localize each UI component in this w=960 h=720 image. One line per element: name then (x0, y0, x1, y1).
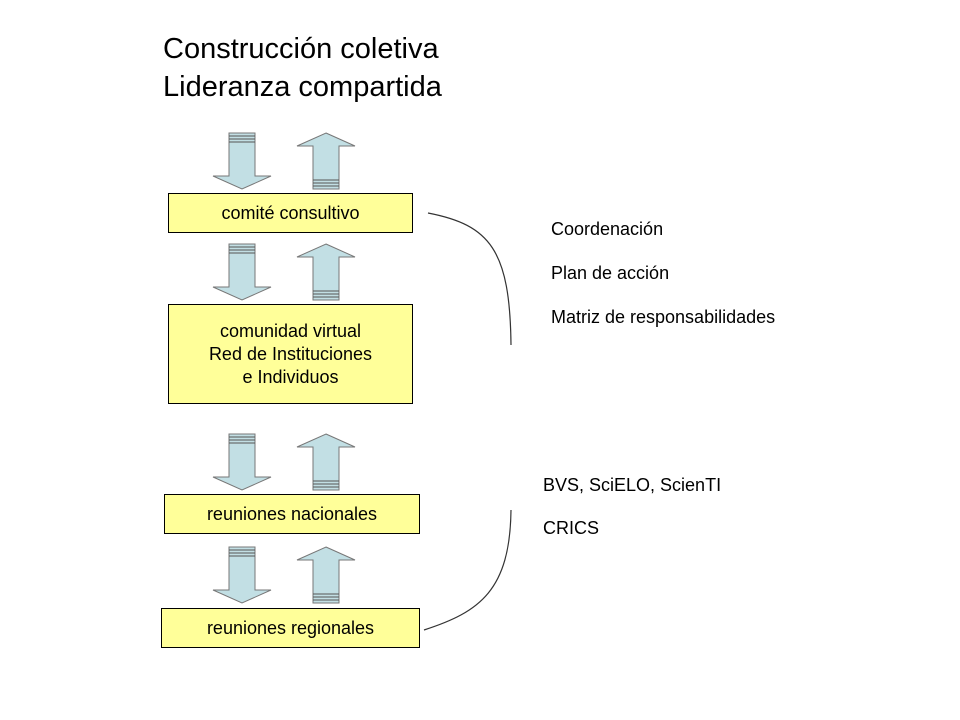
down-arrow-icon (212, 243, 272, 301)
up-arrow-icon (296, 243, 356, 301)
list-item: CRICS (543, 518, 600, 538)
box-comite-consultivo: comité consultivo (168, 193, 413, 233)
up-arrow-icon (296, 546, 356, 604)
box-label: comunidad virtual (219, 320, 362, 341)
box-reuniones-regionales: reuniones regionales (161, 608, 420, 648)
lower-connector-curve (423, 509, 512, 631)
box-label: comité consultivo (221, 202, 360, 223)
up-arrow-icon (296, 433, 356, 491)
up-arrow-icon (296, 132, 356, 190)
title-line-2: Lideranza compartida (163, 71, 442, 103)
title-line-1: Construcción coletiva (163, 33, 439, 65)
box-comunidad-virtual: comunidad virtual Red de Instituciones e… (168, 304, 413, 404)
list-item: BVS, SciELO, ScienTI (543, 475, 722, 495)
box-label: e Individuos (242, 366, 339, 387)
upper-connector-curve (427, 212, 512, 346)
box-label: Red de Instituciones (208, 343, 373, 364)
down-arrow-icon (212, 433, 272, 491)
down-arrow-icon (212, 132, 272, 190)
list-item: Matriz de responsabilidades (551, 307, 776, 327)
title: Construcción coletiva Lideranza comparti… (163, 30, 442, 106)
list-item: Coordenación (551, 219, 664, 239)
list-item: Plan de acción (551, 263, 670, 283)
upper-side-list: Coordenación Plan de acción Matriz de re… (551, 218, 775, 350)
box-label: reuniones regionales (206, 617, 375, 638)
lower-side-list: BVS, SciELO, ScienTI CRICS (543, 474, 721, 560)
box-label: reuniones nacionales (206, 503, 378, 524)
box-reuniones-nacionales: reuniones nacionales (164, 494, 420, 534)
down-arrow-icon (212, 546, 272, 604)
